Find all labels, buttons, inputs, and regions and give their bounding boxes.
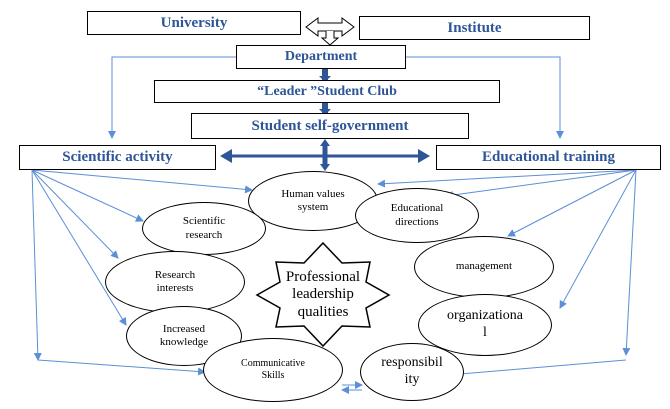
institute-box: Institute — [359, 16, 590, 40]
bottom-link-arrow — [341, 381, 363, 394]
organizational-label: organizationa l — [447, 308, 523, 340]
increased-knowledge-label: Increased knowledge — [159, 322, 209, 348]
human-values-label: Human values system — [281, 187, 345, 213]
scientific-activity-box: Scientific activity — [19, 145, 216, 170]
responsibility-ellipse: responsibil ity — [360, 343, 464, 401]
university-box: University — [87, 11, 301, 35]
research-interests-ellipse: Research interests — [105, 251, 245, 313]
center-star-shape — [255, 241, 391, 348]
responsibility-label: responsibil ity — [381, 355, 443, 387]
scientific-activity-fan-arrows — [31, 169, 253, 376]
organizational-ellipse: organizationa l — [418, 294, 552, 356]
educational-directions-label: Educational directions — [390, 202, 444, 228]
management-ellipse: management — [414, 236, 554, 298]
communicative-skills-ellipse: Communicative Skills — [203, 338, 343, 402]
self-government-label: Student self-government — [251, 117, 409, 134]
student-club-box: “Leader ”Student Club — [154, 80, 500, 103]
scientific-activity-label: Scientific activity — [62, 149, 173, 165]
center-star: Professional leadership qualities — [270, 255, 376, 335]
scientific-research-label: Scientific research — [182, 215, 226, 241]
student-club-label: “Leader ”Student Club — [257, 83, 397, 99]
educational-training-box: Educational training — [436, 145, 661, 170]
self-government-box: Student self-government — [191, 113, 469, 139]
communicative-skills-label: Communicative Skills — [241, 358, 305, 381]
increased-knowledge-ellipse: Increased knowledge — [126, 306, 242, 366]
university-label: University — [160, 14, 228, 31]
educational-training-label: Educational training — [482, 149, 615, 165]
university-institute-double-arrow — [305, 17, 355, 46]
activity-double-arrow — [220, 149, 430, 163]
institute-label: Institute — [447, 19, 502, 36]
center-star-label: Professional leadership qualities — [285, 269, 361, 320]
research-interests-label: Research interests — [154, 268, 196, 294]
department-branch-arrows — [108, 56, 564, 139]
scientific-research-ellipse: Scientific research — [142, 202, 266, 255]
management-label: management — [455, 260, 513, 273]
educational-training-fan-arrows — [377, 169, 637, 380]
department-label: Department — [284, 49, 358, 64]
department-box: Department — [236, 45, 406, 69]
educational-directions-ellipse: Educational directions — [355, 188, 479, 243]
